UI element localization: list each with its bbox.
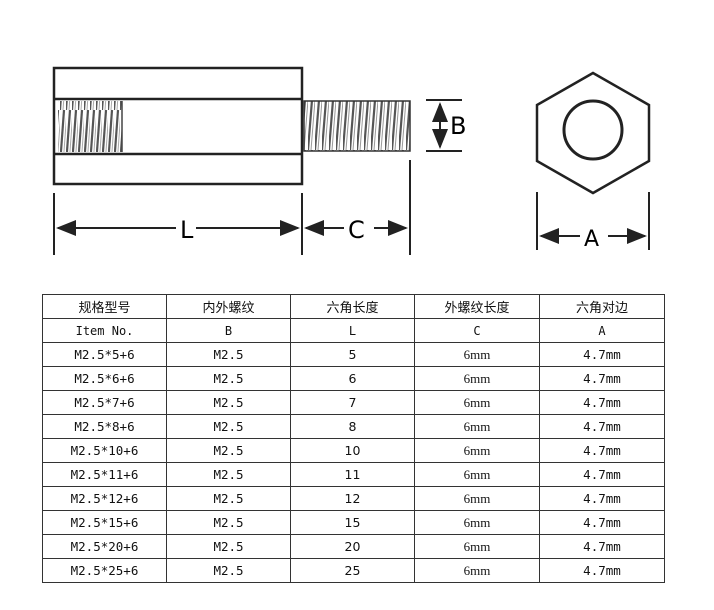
dimension-c: C (304, 160, 411, 255)
cell-hex-across-flats: 4.7mm (539, 366, 665, 391)
header-thread: 内外螺纹 (166, 294, 291, 319)
hex-body-side-view (52, 66, 304, 186)
cell-hex-length: 11 (290, 462, 415, 487)
cell-ext-thread-length: 6mm (414, 558, 540, 583)
cell-hex-length: 15 (290, 510, 415, 535)
cell-model: M2.5*5+6 (42, 342, 167, 367)
cell-model: M2.5*12+6 (42, 486, 167, 511)
cell-thread: M2.5 (166, 390, 291, 415)
cell-hex-across-flats: 4.7mm (539, 342, 665, 367)
header-ext-thread-length: 外螺纹长度 (414, 294, 540, 319)
cell-thread: M2.5 (166, 534, 291, 559)
cell-hex-length: 25 (290, 558, 415, 583)
cell-hex-length: 7 (290, 390, 415, 415)
header-hex-across-flats: 六角对边 (539, 294, 665, 319)
dimension-l-label: L (180, 216, 194, 244)
cell-ext-thread-length: 6mm (414, 342, 540, 367)
dimension-a-label: A (584, 227, 599, 252)
subheader-c: C (414, 318, 540, 343)
dimension-c-label: C (348, 216, 365, 244)
cell-ext-thread-length: 6mm (414, 366, 540, 391)
cell-hex-across-flats: 4.7mm (539, 510, 665, 535)
cell-hex-across-flats: 4.7mm (539, 534, 665, 559)
cell-model: M2.5*10+6 (42, 438, 167, 463)
cell-model: M2.5*7+6 (42, 390, 167, 415)
cell-thread: M2.5 (166, 438, 291, 463)
cell-hex-length: 12 (290, 486, 415, 511)
cell-hex-length: 8 (290, 414, 415, 439)
hex-end-view (535, 71, 651, 195)
cell-thread: M2.5 (166, 462, 291, 487)
table-subheader-row: Item No. B L C A (42, 318, 665, 343)
cell-hex-length: 10 (290, 438, 415, 463)
cell-ext-thread-length: 6mm (414, 510, 540, 535)
cell-hex-across-flats: 4.7mm (539, 414, 665, 439)
cell-thread: M2.5 (166, 414, 291, 439)
subheader-b: B (166, 318, 291, 343)
internal-thread (58, 101, 122, 152)
cell-hex-length: 5 (290, 342, 415, 367)
cell-model: M2.5*25+6 (42, 558, 167, 583)
cell-model: M2.5*15+6 (42, 510, 167, 535)
subheader-l: L (290, 318, 415, 343)
cell-model: M2.5*11+6 (42, 462, 167, 487)
cell-ext-thread-length: 6mm (414, 390, 540, 415)
cell-ext-thread-length: 6mm (414, 414, 540, 439)
dimension-b: B (426, 99, 466, 152)
subheader-item-no: Item No. (42, 318, 167, 343)
cell-ext-thread-length: 6mm (414, 534, 540, 559)
dimension-l: L (53, 193, 303, 255)
cell-hex-length: 20 (290, 534, 415, 559)
cell-ext-thread-length: 6mm (414, 438, 540, 463)
cell-thread: M2.5 (166, 486, 291, 511)
header-model: 规格型号 (42, 294, 167, 319)
cell-model: M2.5*8+6 (42, 414, 167, 439)
cell-hex-length: 6 (290, 366, 415, 391)
cell-hex-across-flats: 4.7mm (539, 462, 665, 487)
cell-hex-across-flats: 4.7mm (539, 486, 665, 511)
subheader-a: A (539, 318, 665, 343)
cell-hex-across-flats: 4.7mm (539, 438, 665, 463)
dimension-a: A (536, 192, 650, 252)
external-thread (303, 100, 411, 152)
cell-ext-thread-length: 6mm (414, 486, 540, 511)
header-hex-length: 六角长度 (290, 294, 415, 319)
cell-hex-across-flats: 4.7mm (539, 558, 665, 583)
cell-model: M2.5*20+6 (42, 534, 167, 559)
cell-thread: M2.5 (166, 510, 291, 535)
cell-thread: M2.5 (166, 558, 291, 583)
standoff-diagram: B L C A (52, 66, 651, 255)
cell-thread: M2.5 (166, 342, 291, 367)
cell-model: M2.5*6+6 (42, 366, 167, 391)
cell-hex-across-flats: 4.7mm (539, 390, 665, 415)
cell-ext-thread-length: 6mm (414, 462, 540, 487)
cell-thread: M2.5 (166, 366, 291, 391)
table-header-row: 规格型号 内外螺纹 六角长度 外螺纹长度 六角对边 (42, 294, 665, 319)
dimension-b-label: B (450, 112, 466, 140)
spec-table: 规格型号 内外螺纹 六角长度 外螺纹长度 六角对边 Item No. B L C… (42, 294, 665, 583)
